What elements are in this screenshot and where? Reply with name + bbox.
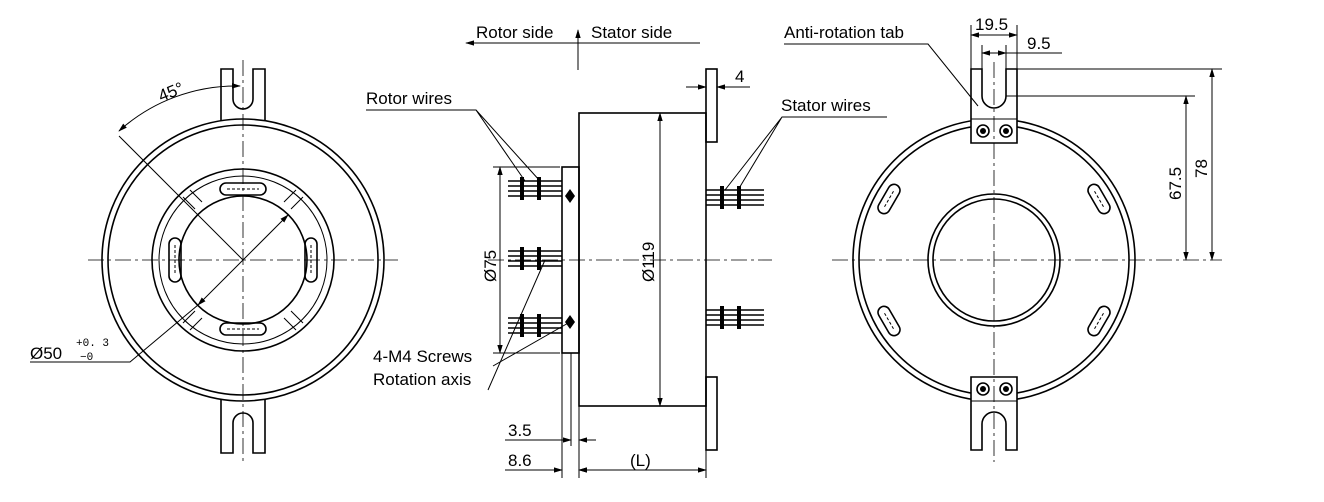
- side-indicator: Rotor side Stator side: [465, 23, 700, 70]
- length-value: (L): [630, 451, 651, 470]
- tab-thickness-dimension: 4: [686, 67, 750, 90]
- stator-wires-leader: Stator wires: [724, 96, 887, 191]
- body-dia-dimension: Ø119: [639, 112, 663, 407]
- bore-tol-lower: −0: [80, 352, 93, 364]
- anti-rotation-tab-top: [970, 68, 1018, 144]
- rotor-wire-bundles: [508, 177, 562, 337]
- axial-dimensions: 3.5 8.6 (L): [505, 353, 707, 478]
- screws-leader: 4-M4 Screws Rotation axis: [373, 259, 571, 391]
- anti-rotation-tab-bottom: [970, 376, 1018, 451]
- anti-rotation-leader: Anti-rotation tab: [784, 23, 979, 107]
- stator-wires-label: Stator wires: [781, 96, 871, 115]
- screws-label: 4-M4 Screws: [373, 347, 472, 366]
- flange-offset-value: 8.6: [508, 451, 532, 470]
- rotor-wires-label: Rotor wires: [366, 89, 452, 108]
- bore-tol-upper: +0. 3: [76, 338, 109, 350]
- body-dia-value: Ø119: [639, 242, 658, 282]
- tab-thickness-value: 4: [735, 67, 744, 86]
- stator-tab-top: [705, 68, 718, 143]
- screw-top: [565, 189, 575, 203]
- stator-side-label: Stator side: [591, 23, 672, 42]
- stator-wire-bundles: [706, 186, 764, 329]
- rotation-axis-label: Rotation axis: [373, 370, 471, 389]
- rotor-wires-leader: Rotor wires: [366, 89, 541, 182]
- height-78-value: 78: [1192, 159, 1211, 178]
- flange-spokes: [182, 189, 304, 331]
- bore-dia-value: Ø50: [30, 344, 62, 363]
- rotor-face-view: 45° Ø50 +0. 3 −0: [30, 60, 398, 462]
- height-67-value: 67.5: [1166, 167, 1185, 200]
- angle-value: 45°: [156, 79, 187, 106]
- anti-rotation-label: Anti-rotation tab: [784, 23, 904, 42]
- bore-dimension: Ø50 +0. 3 −0: [30, 214, 289, 364]
- flange-dia-dimension: Ø75: [481, 166, 560, 354]
- stator-tab-bottom: [705, 376, 718, 451]
- height-dimensions: 67.5 78: [1006, 68, 1222, 261]
- tab-width-value: 19.5: [975, 15, 1008, 34]
- tab-width-dimensions: 19.5 9.5: [970, 15, 1062, 69]
- rotor-side-label: Rotor side: [476, 23, 553, 42]
- flange-dia-value: Ø75: [481, 250, 500, 282]
- slot-width-value: 9.5: [1027, 34, 1051, 53]
- side-view: Rotor side Stator side: [366, 23, 887, 478]
- flange-thk-value: 3.5: [508, 421, 532, 440]
- stator-face-view: Anti-rotation tab 19.5 9.5 67.5 78: [784, 15, 1222, 462]
